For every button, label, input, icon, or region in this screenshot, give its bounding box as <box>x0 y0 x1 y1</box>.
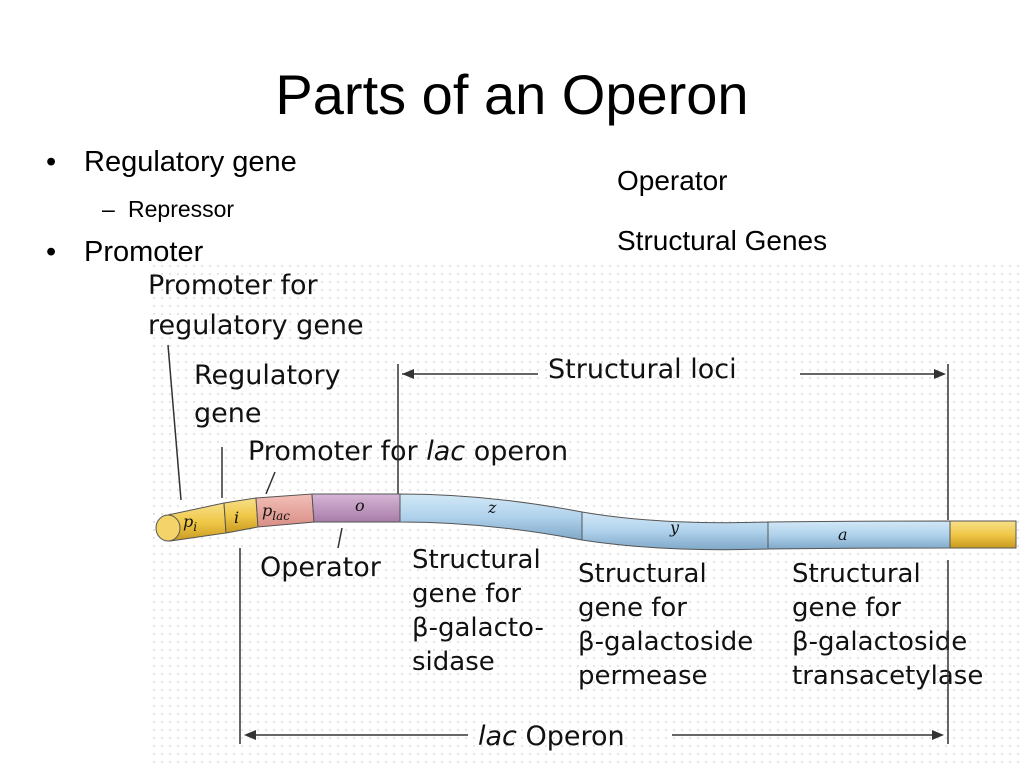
label-gene-a: Structural gene for β-galactoside transa… <box>792 559 983 691</box>
sub-bullet-text: Repressor <box>128 196 235 222</box>
label-structural-loci: Structural loci <box>548 354 737 385</box>
label-gene-y-line3: β-galactoside <box>578 627 753 657</box>
bullet-dot: • <box>46 146 57 178</box>
tube-end-left <box>155 514 181 542</box>
label-promoter-lac-suffix: operon <box>465 436 568 467</box>
segment-label-a: a <box>838 525 848 544</box>
segment-label-plac-letter: p <box>262 501 272 520</box>
label-gene-a-line4: transacetylase <box>792 661 983 691</box>
segment-tail <box>949 520 1017 549</box>
bullet-dot: • <box>46 236 57 268</box>
label-gene-z-line3: β-galacto- <box>412 613 544 643</box>
label-regulatory-line1: Regulatory <box>194 360 341 391</box>
label-lac-operon-italic: lac <box>478 721 517 752</box>
right-item-structural-genes: Structural Genes <box>617 225 828 256</box>
lac-operon-right-arrowhead <box>932 730 944 740</box>
bullet-regulatory-gene: • Regulatory gene <box>46 146 297 179</box>
structural-loci-right-arrowhead <box>934 369 946 379</box>
bullet-promoter: • Promoter <box>46 236 203 269</box>
page-title: Parts of an Operon <box>275 63 749 126</box>
label-promoter-lac-prefix: Promoter for <box>248 436 426 467</box>
label-lac-operon-rest: Operon <box>517 721 625 752</box>
label-gene-a-line3: β-galactoside <box>792 627 967 657</box>
segment-a <box>767 520 951 550</box>
pointer-promoter-regulatory <box>167 344 182 501</box>
label-promoter-regulatory-line2: regulatory gene <box>148 310 364 341</box>
segment-label-pi-sub: i <box>193 520 197 534</box>
label-gene-y-line2: gene for <box>578 593 687 623</box>
structural-loci-left-arrowhead <box>402 369 414 379</box>
segment-label-pi: pi <box>183 512 197 534</box>
segment-label-z: z <box>487 498 497 517</box>
sub-bullet-repressor: – Repressor <box>102 196 235 223</box>
bullet-text: Regulatory gene <box>84 146 297 178</box>
segment-label-i: i <box>234 508 239 527</box>
pointer-promoter-lac <box>265 471 276 495</box>
right-item-operator: Operator <box>617 165 728 196</box>
segment-label-plac-sub: lac <box>272 509 290 523</box>
pointer-operator <box>337 527 343 549</box>
segment-i <box>223 497 259 534</box>
label-gene-a-line2: gene for <box>792 593 901 623</box>
label-gene-y-line1: Structural <box>578 559 707 589</box>
label-gene-y: Structural gene for β-galactoside permea… <box>578 559 753 691</box>
segment-label-o: o <box>355 496 365 515</box>
label-operator: Operator <box>260 552 382 583</box>
label-gene-z-line4: sidase <box>412 647 495 677</box>
label-gene-z: Structural gene for β-galacto- sidase <box>412 545 544 677</box>
segment-label-plac: plac <box>262 501 290 523</box>
label-gene-a-line1: Structural <box>792 559 921 589</box>
lac-operon-left-arrowhead <box>244 730 256 740</box>
sub-bullet-dash: – <box>102 196 115 222</box>
segment-label-pi-letter: p <box>183 512 193 531</box>
segment-label-y: y <box>669 518 680 537</box>
label-gene-y-line4: permease <box>578 661 708 691</box>
label-lac-operon: lac Operon <box>478 721 625 752</box>
label-gene-z-line1: Structural <box>412 545 541 575</box>
label-gene-z-line2: gene for <box>412 579 521 609</box>
label-promoter-lac: Promoter for lac operon <box>248 436 568 467</box>
label-regulatory-line2: gene <box>194 398 261 429</box>
label-promoter-regulatory-line1: Promoter for <box>148 270 319 301</box>
label-promoter-lac-italic: lac <box>426 436 465 467</box>
